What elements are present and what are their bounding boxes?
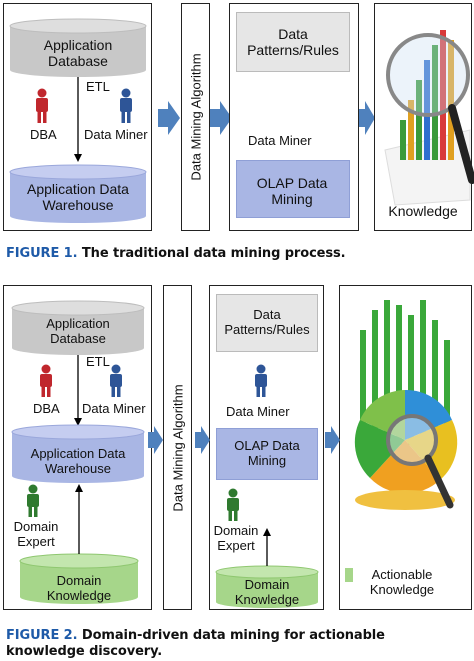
fig1-knowledge-chart-illustration [384,30,474,206]
fig1-patterns-box [236,12,350,72]
fig1-etl-label: ETL [86,79,110,94]
fig1-data-miner-label: Data Miner [84,127,148,142]
fig2-domain-knowledge-label: Domain Knowledge [46,573,112,603]
fig1-app-database-label: Application Database [43,37,113,69]
fig2-patterns-label: Data Patterns/Rules [224,307,310,337]
fig1-caption-text: The traditional data mining process. [81,246,346,261]
fig2-right-domain-expert-person-icon [227,488,239,521]
fig2-algorithm-label: Data Mining Algorithm [170,384,186,512]
fig1-app-database-cylinder [9,18,147,77]
fig1-arrow-3-icon [357,101,375,135]
fig1-caption-number: FIGURE 1. [6,246,78,261]
fig2-patterns-box [216,294,318,352]
fig1-knowledge-panel [374,3,472,231]
fig2-right-data-miner-person-icon [255,364,267,397]
fig2-dba-person-icon [40,364,52,397]
fig1-dba-label: DBA [30,127,57,142]
fig1-caption: FIGURE 1. The traditional data mining pr… [6,246,346,261]
fig2-knowledge-panel [339,285,472,610]
fig1-arrow-2-icon [210,101,232,135]
fig2-data-miner-label: Data Miner [82,401,146,416]
fig2-domain-knowledge-cylinder [19,553,139,604]
fig1-olap-label: OLAP Data Mining [256,175,328,207]
fig2-algorithm-panel [163,285,192,610]
fig2-arrow-1-icon [148,426,163,454]
fig2-arrow-3-icon [325,426,340,454]
fig2-right-data-miner-label: Data Miner [226,404,290,419]
fig1-data-miner-person-icon [120,88,132,123]
fig1-olap-box [236,160,350,218]
fig1-arrow-1-icon [158,101,180,135]
fig1-algorithm-panel [181,3,210,231]
fig2-olap-label: OLAP Data Mining [234,438,300,468]
fig2-dba-label: DBA [33,401,60,416]
fig2-caption: FIGURE 2. Domain-driven data mining for … [6,628,446,659]
fig2-right-domain-knowledge-label: Domain Knowledge [234,577,300,607]
fig2-domain-expert-person-icon [27,484,39,517]
fig2-actionable-label: Actionable Knowledge [369,567,435,597]
fig2-arrow-2-icon [195,426,210,454]
fig2-caption-number: FIGURE 2. [6,628,78,643]
fig1-dba-person-icon [36,88,48,123]
fig2-app-database-label: Application Database [46,316,110,346]
fig1-warehouse-label: Application Data Warehouse [27,181,129,213]
fig2-right-domain-knowledge-cylinder [215,565,319,608]
fig2-olap-box [216,428,318,480]
fig1-patterns-label: Data Patterns/Rules [247,26,339,58]
fig1-right-data-miner-label: Data Miner [248,133,312,148]
fig2-warehouse-cylinder [11,424,145,483]
fig2-etl-label: ETL [86,354,110,369]
fig2-right-domain-expert-label: Domain Expert [213,523,259,553]
fig2-app-database-cylinder [11,300,145,355]
fig2-caption-text: Domain-driven data mining for actionable… [6,628,385,659]
fig1-knowledge-label: Knowledge [388,203,458,219]
fig2-data-miner-person-icon [110,364,122,397]
fig2-warehouse-label: Application Data Warehouse [30,446,126,476]
fig2-actionable-knowledge-illustration [345,300,458,582]
fig1-warehouse-cylinder [9,164,147,223]
fig2-domain-expert-label: Domain Expert [13,519,59,549]
